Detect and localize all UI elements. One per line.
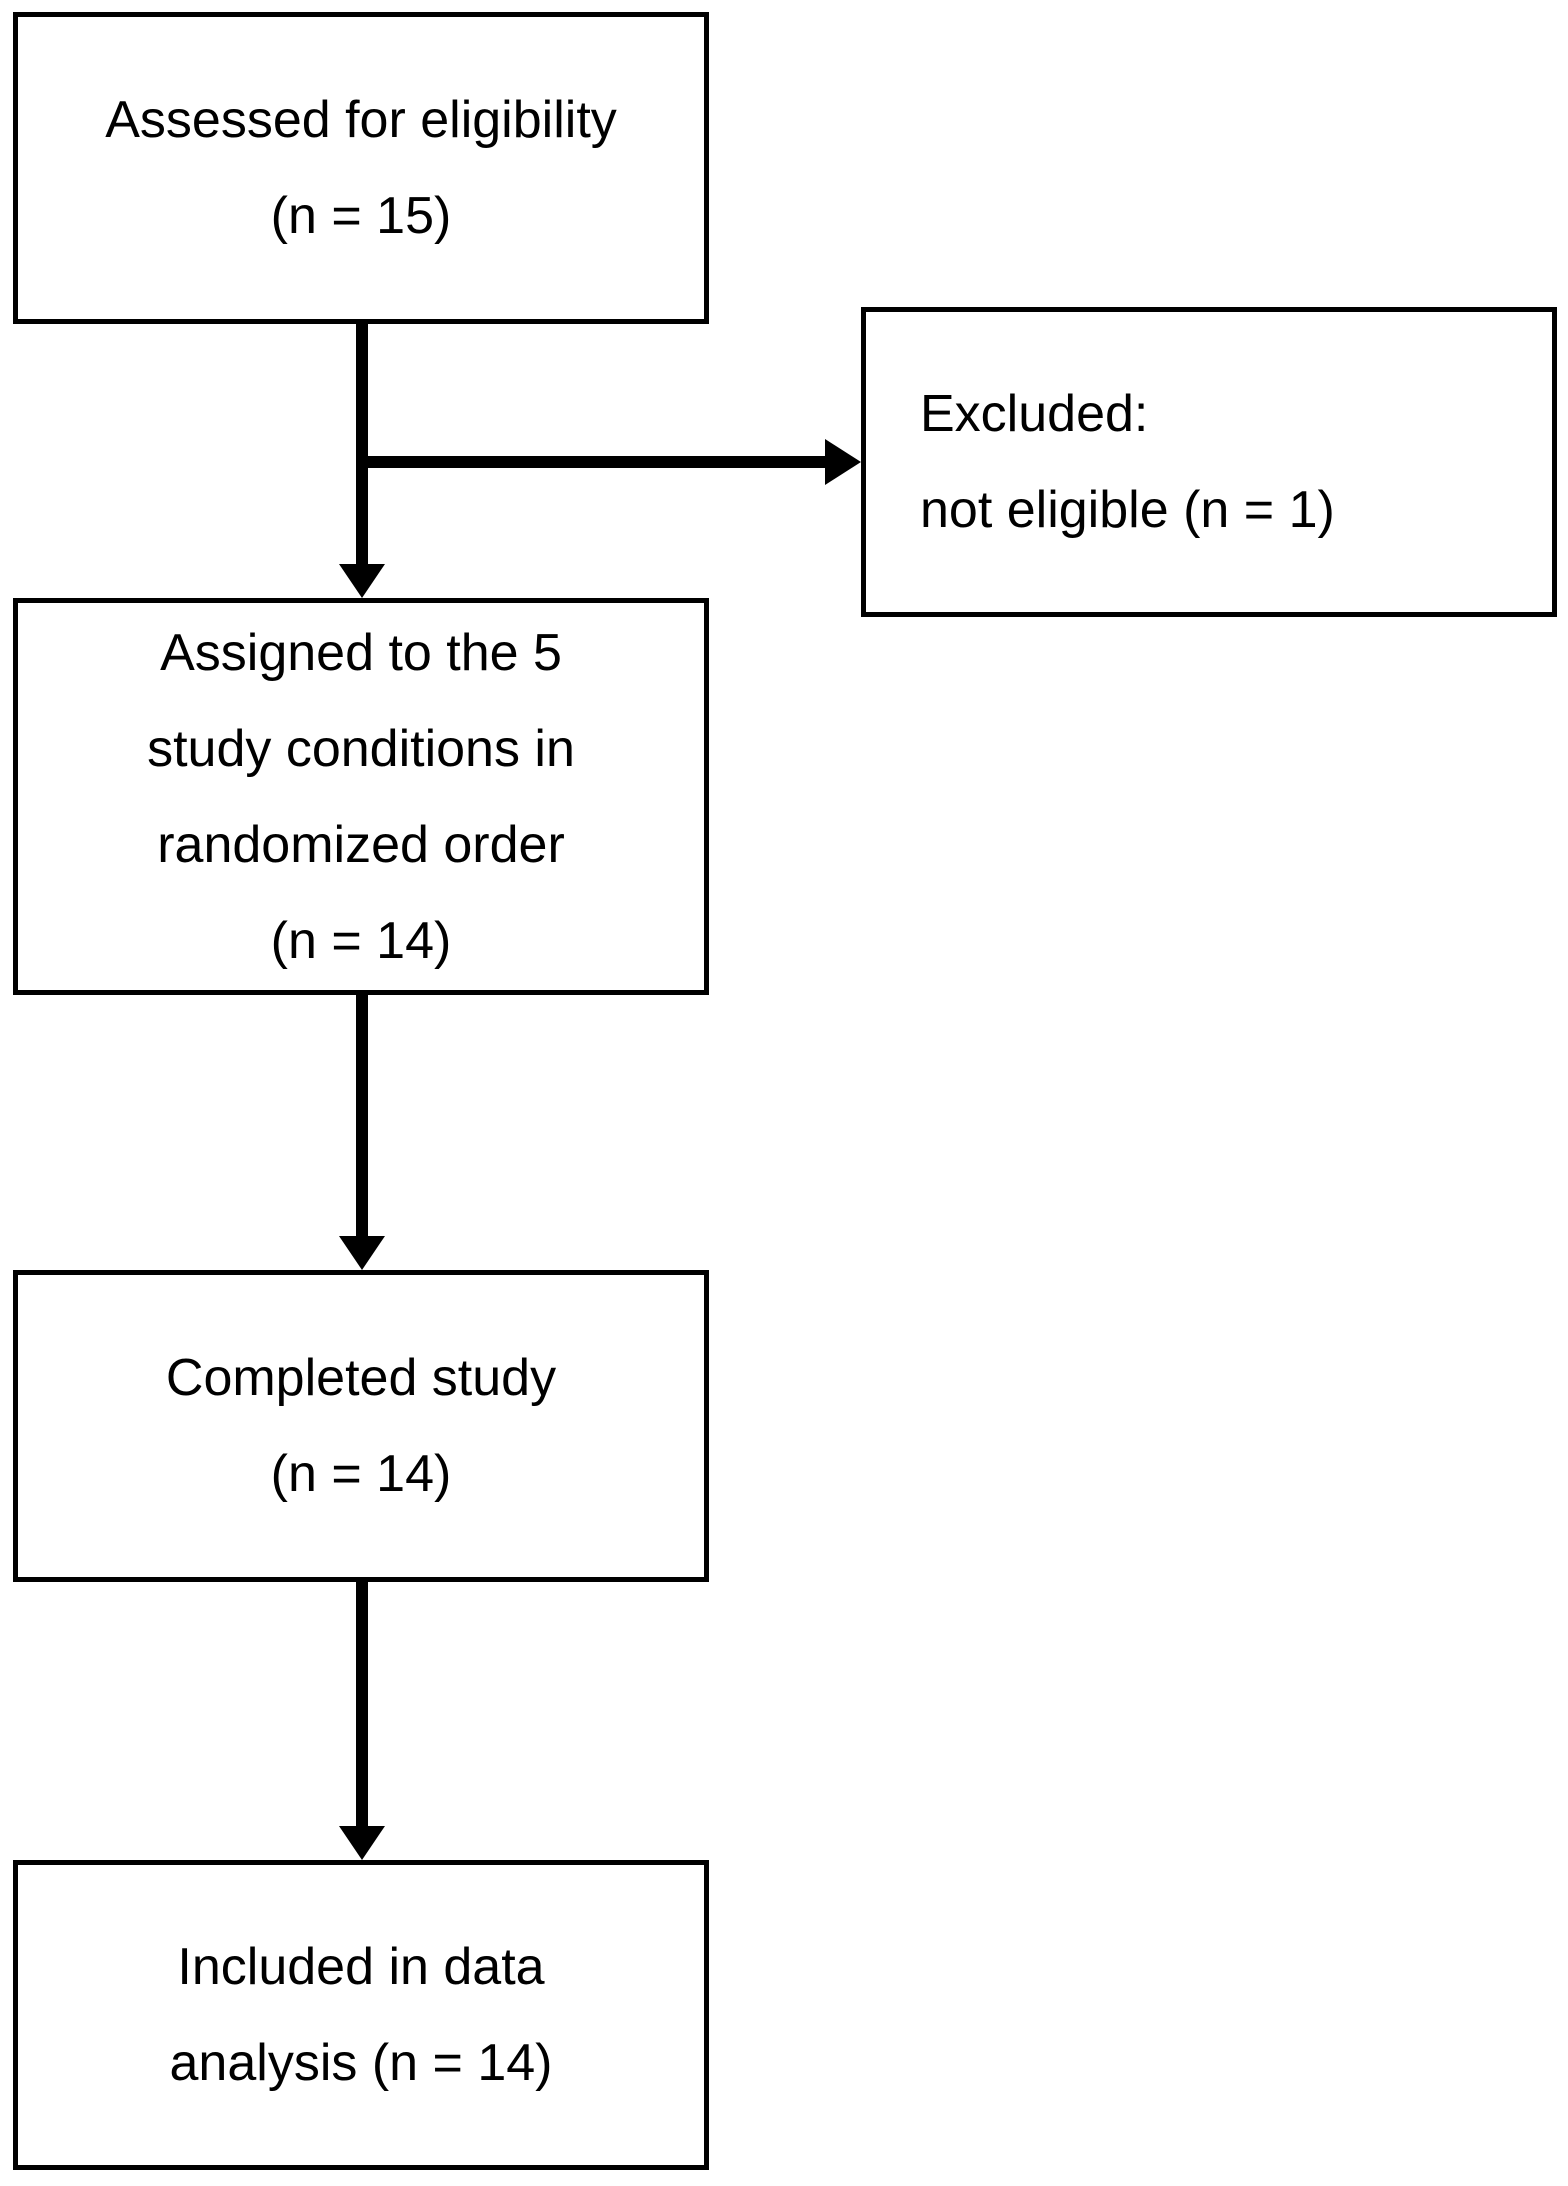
box-text-line: Assigned to the 5 (160, 623, 562, 682)
box-text-line: (n = 14) (270, 911, 452, 970)
box-text-line: (n = 15) (270, 187, 452, 245)
box-assessed-for-eligibility: Assessed for eligibility (n = 15) (13, 12, 709, 324)
arrowhead-down-icon (339, 1826, 385, 1860)
arrowhead-down-icon (339, 564, 385, 598)
connector-branch-to-excluded (362, 456, 826, 468)
connector-assigned-to-completed (356, 993, 368, 1238)
connector-completed-to-included (356, 1580, 368, 1828)
box-text-line: (n = 14) (270, 1445, 452, 1503)
box-text-line: randomized order (157, 815, 565, 874)
connector-assessed-to-assigned (356, 322, 368, 566)
box-assigned-to-conditions: Assigned to the 5 study conditions in ra… (13, 598, 709, 995)
arrowhead-down-icon (339, 1236, 385, 1270)
arrowhead-right-icon (825, 439, 861, 485)
box-text-line: not eligible (n = 1) (920, 481, 1335, 539)
box-completed-study: Completed study (n = 14) (13, 1270, 709, 1582)
box-text-line: Completed study (165, 1349, 557, 1407)
box-included-in-analysis: Included in data analysis (n = 14) (13, 1860, 709, 2170)
box-text-line: Assessed for eligibility (105, 91, 617, 149)
box-text-line: Included in data (177, 1938, 545, 1996)
box-excluded: Excluded: not eligible (n = 1) (861, 307, 1557, 617)
box-text-line: study conditions in (147, 719, 575, 778)
box-text-line: Excluded: (920, 385, 1149, 443)
box-text-line: analysis (n = 14) (169, 2034, 553, 2092)
